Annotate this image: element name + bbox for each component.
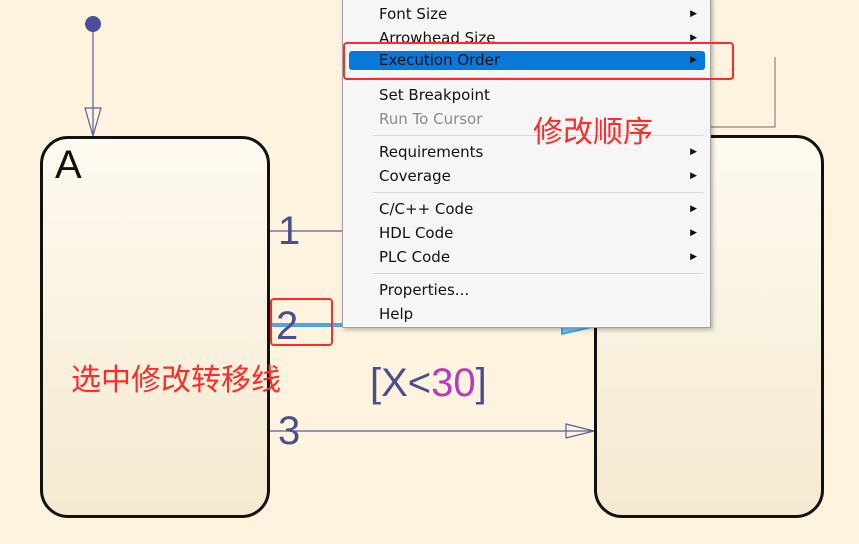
state-a-label: A	[55, 143, 82, 187]
menu-item-help[interactable]: Help	[349, 303, 705, 325]
transition-3-arrowhead	[565, 423, 595, 439]
menu-item-execution-order[interactable]: Execution Order ▶	[349, 51, 705, 70]
menu-item-label: HDL Code	[379, 224, 454, 242]
transition-3-order: 3	[278, 409, 301, 453]
annotation-select-transition: 选中修改转移线	[71, 363, 281, 398]
guard-close: ]	[475, 361, 487, 405]
transition-2-order: 2	[276, 304, 299, 348]
menu-item-label: Help	[379, 305, 414, 323]
menu-item-properties[interactable]: Properties...	[349, 279, 705, 301]
menu-item-label: PLC Code	[379, 248, 451, 266]
menu-item-label: Requirements	[379, 143, 484, 161]
menu-separator	[373, 77, 703, 78]
guard-value: 30	[431, 361, 476, 405]
submenu-arrow-icon: ▶	[690, 171, 697, 181]
submenu-arrow-icon: ▶	[690, 9, 697, 19]
menu-item-label: Set Breakpoint	[379, 86, 490, 104]
connector-line	[711, 57, 776, 128]
menu-separator	[373, 135, 703, 136]
menu-item-label: Run To Cursor	[379, 110, 483, 128]
menu-item-label: Coverage	[379, 167, 451, 185]
default-transition-arrowhead	[84, 107, 102, 139]
submenu-arrow-icon: ▶	[690, 252, 697, 262]
menu-item-font-size[interactable]: Font Size ▶	[349, 3, 705, 25]
transition-2-highlight-box	[270, 298, 333, 346]
submenu-arrow-icon: ▶	[690, 147, 697, 157]
submenu-arrow-icon: ▶	[690, 228, 697, 238]
default-transition-dot[interactable]	[85, 16, 101, 32]
menu-item-requirements[interactable]: Requirements ▶	[349, 141, 705, 163]
menu-item-set-breakpoint[interactable]: Set Breakpoint	[349, 84, 705, 106]
context-menu: Font Size▶ Arrowhead Size▶ Execution Ord…	[342, 0, 711, 328]
execution-order-highlight-box	[343, 42, 734, 80]
menu-separator	[373, 273, 703, 274]
submenu-arrow-icon: ▶	[690, 55, 697, 65]
menu-item-coverage[interactable]: Coverage ▶	[349, 165, 705, 187]
guard-open: [X<	[370, 361, 432, 405]
menu-item-label: Execution Order	[379, 51, 501, 69]
submenu-arrow-icon: ▶	[690, 204, 697, 214]
transition-1-order: 1	[278, 209, 301, 253]
menu-separator	[373, 192, 703, 193]
menu-item-hdl-code[interactable]: HDL Code ▶	[349, 222, 705, 244]
menu-item-run-to-cursor: Run To Cursor	[349, 108, 705, 130]
menu-item-label: C/C++ Code	[379, 200, 474, 218]
menu-item-plc-code[interactable]: PLC Code ▶	[349, 246, 705, 268]
state-a[interactable]: A	[40, 136, 270, 518]
annotation-modify-order: 修改顺序	[533, 115, 653, 150]
menu-item-label: Font Size	[379, 5, 448, 23]
menu-item-c-cpp-code[interactable]: C/C++ Code ▶	[349, 198, 705, 220]
menu-item-label: Properties...	[379, 281, 470, 299]
submenu-arrow-icon: ▶	[690, 33, 697, 43]
transition-guard-label[interactable]: [X<30]	[370, 363, 487, 403]
